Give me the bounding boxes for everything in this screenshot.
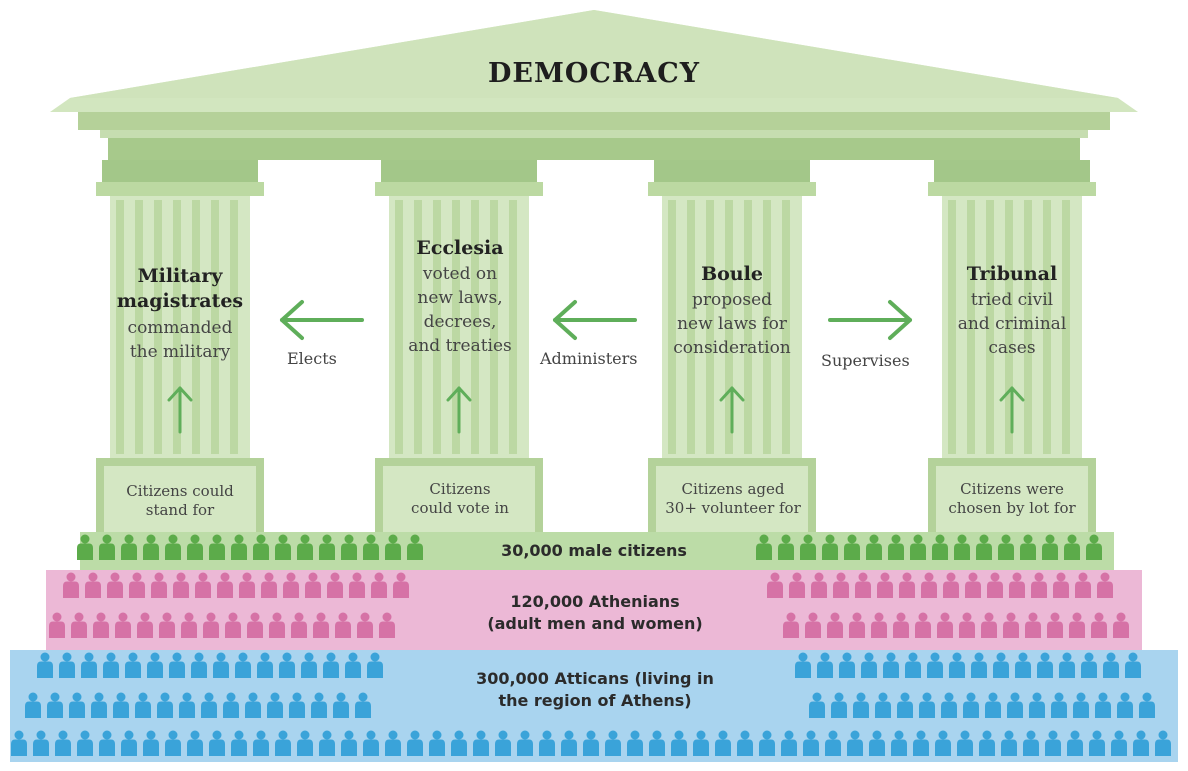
pillar-boule-desc: proposed new laws for consideration xyxy=(642,288,822,360)
pillar-ecclesia-title: Ecclesia xyxy=(380,236,540,261)
pillar-desc-line: commanded xyxy=(127,318,233,338)
base-boule-label: Citizens aged 30+ volunteer for xyxy=(648,480,818,518)
tier-atticans-label: 300,000 Atticans (living in the region o… xyxy=(380,668,810,712)
pillar-tribunal-title: Tribunal xyxy=(932,262,1092,287)
pillar-desc-line: cases xyxy=(988,338,1036,358)
pillar-desc-line: tried civil xyxy=(970,290,1054,310)
up-arrow xyxy=(446,386,472,434)
pillar-tribunal-desc: tried civil and criminal cases xyxy=(932,288,1092,360)
base-line: Citizens could xyxy=(126,482,234,500)
up-arrows xyxy=(167,386,1025,434)
tier-line: the region of Athens) xyxy=(498,691,692,710)
base-line: Citizens xyxy=(429,480,491,498)
elects-arrow xyxy=(280,300,364,340)
pillar-ecclesia-desc: voted on new laws, decrees, and treaties xyxy=(380,262,540,358)
base-ecclesia-label: Citizens could vote in xyxy=(380,480,540,518)
temple-roof xyxy=(50,10,1138,160)
pillar-title-line: Boule xyxy=(701,263,763,285)
relation-arrows xyxy=(280,300,912,340)
pillar-title-line: Tribunal xyxy=(966,263,1058,285)
tier-citizens-label: 30,000 male citizens xyxy=(501,541,687,560)
tier-line: 300,000 Atticans (living in xyxy=(476,669,714,688)
pillar-title-line: magistrates xyxy=(116,290,244,312)
pillar-military-desc: commanded the military xyxy=(100,316,260,364)
tier-line: (adult men and women) xyxy=(487,614,703,633)
pillar-title-line: Ecclesia xyxy=(416,237,504,259)
pillar-desc-line: and treaties xyxy=(408,336,512,356)
base-line: could vote in xyxy=(411,499,509,517)
base-line: chosen by lot for xyxy=(948,499,1076,517)
base-tribunal-label: Citizens were chosen by lot for xyxy=(926,480,1098,518)
column xyxy=(96,160,264,458)
administers-arrow xyxy=(553,300,637,340)
pillar-desc-line: the military xyxy=(129,342,231,362)
pillar-desc-line: voted on xyxy=(422,264,498,284)
relation-administers-label: Administers xyxy=(540,349,638,368)
pillar-desc-line: proposed xyxy=(691,290,773,310)
column xyxy=(375,160,543,458)
temple-columns xyxy=(96,160,1096,458)
tier-athenians-label: 120,000 Athenians (adult men and women) xyxy=(420,591,770,635)
relation-elects-label: Elects xyxy=(287,349,337,368)
column-bases xyxy=(96,458,1096,534)
base-line: 30+ volunteer for xyxy=(665,499,801,517)
column xyxy=(648,160,816,458)
relation-supervises-label: Supervises xyxy=(821,351,910,370)
base-line: Citizens aged xyxy=(681,480,785,498)
up-arrow xyxy=(999,386,1025,434)
pillar-desc-line: new laws for xyxy=(677,314,787,334)
up-arrow xyxy=(167,386,193,434)
pillar-boule-title: Boule xyxy=(652,262,812,287)
pillar-desc-line: new laws, xyxy=(417,288,503,308)
diagram-title: DEMOCRACY xyxy=(487,58,701,89)
tier-line: 120,000 Athenians xyxy=(510,592,680,611)
pillar-desc-line: consideration xyxy=(673,338,791,358)
base-line: stand for xyxy=(145,501,215,519)
base-line: Citizens were xyxy=(960,480,1064,498)
pillar-title-line: Military xyxy=(137,265,223,287)
supervises-arrow xyxy=(828,300,912,340)
pillar-desc-line: and criminal xyxy=(957,314,1067,334)
pillar-military-title: Military magistrates xyxy=(100,264,260,314)
pillar-desc-line: decrees, xyxy=(423,312,497,332)
base-military-label: Citizens could stand for xyxy=(100,482,260,520)
up-arrow xyxy=(719,386,745,434)
